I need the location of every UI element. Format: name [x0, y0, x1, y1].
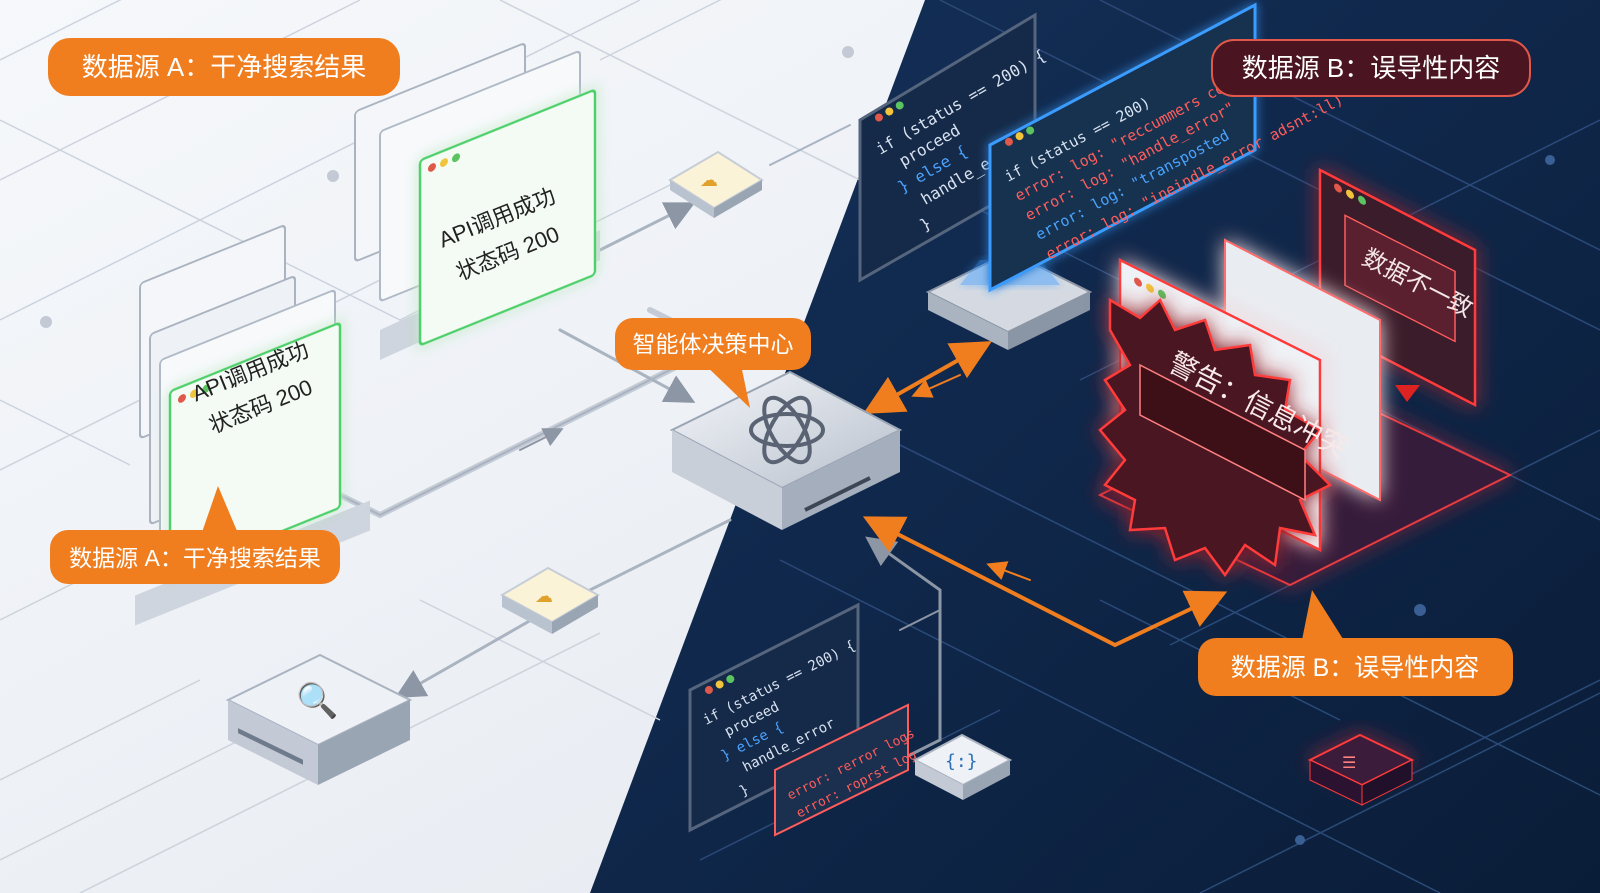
hub-to-code-double-arrow	[863, 341, 992, 414]
label-source-b-bottom: 数据源 B：误导性内容	[1198, 590, 1513, 696]
misleading-source-stack: 数据不一致 警告：信息冲突	[1097, 167, 1513, 587]
cloud-db-icon: ☁	[535, 586, 553, 607]
label-source-a-top-text: 数据源 A：干净搜索结果	[82, 52, 367, 82]
misleading-to-hub-arrow	[862, 516, 1228, 648]
label-source-a-top: 数据源 A：干净搜索结果	[48, 38, 400, 96]
cloud-api-chip-top: ☁	[668, 150, 764, 218]
label-decision-center: 智能体决策中心	[615, 318, 811, 408]
server-warning-chip: ☰	[1307, 733, 1415, 806]
clean-source-stack-left: API调用成功 状态码 200	[135, 225, 370, 626]
label-decision-center-text: 智能体决策中心	[633, 331, 794, 357]
dropdown-triangle-icon	[1395, 385, 1420, 402]
light-grid	[0, 0, 901, 893]
decision-hub	[669, 370, 903, 530]
search-server: 🔍	[225, 653, 413, 785]
label-source-b-top: 数据源 B：误导性内容	[1211, 39, 1531, 97]
window-dots	[178, 384, 210, 403]
label-source-b-bottom-text: 数据源 B：误导性内容	[1231, 654, 1480, 682]
server-warning-icon: ☰	[1342, 753, 1356, 772]
clean-source-stack-middle: API调用成功 状态码 200	[354, 43, 600, 360]
label-source-b-top-text: 数据源 B：误导性内容	[1242, 53, 1501, 83]
label-source-a-bottom-text: 数据源 A：干净搜索结果	[69, 545, 321, 571]
error-log-panel	[774, 703, 909, 837]
cloud-api-icon: ☁	[700, 170, 718, 191]
cloud-db-chip-bottom: ☁	[499, 566, 601, 634]
label-source-a-bottom: 数据源 A：干净搜索结果	[50, 486, 340, 584]
curly-brace-icon: {:}	[945, 751, 978, 772]
dark-grid-nodes	[1295, 155, 1555, 845]
curly-brace-chip: {:}	[912, 733, 1013, 800]
brain-knot-icon	[749, 395, 825, 465]
code-panel-front	[988, 2, 1257, 293]
clean-card-back	[418, 89, 597, 346]
search-magnifier-icon: 🔍	[296, 679, 338, 721]
